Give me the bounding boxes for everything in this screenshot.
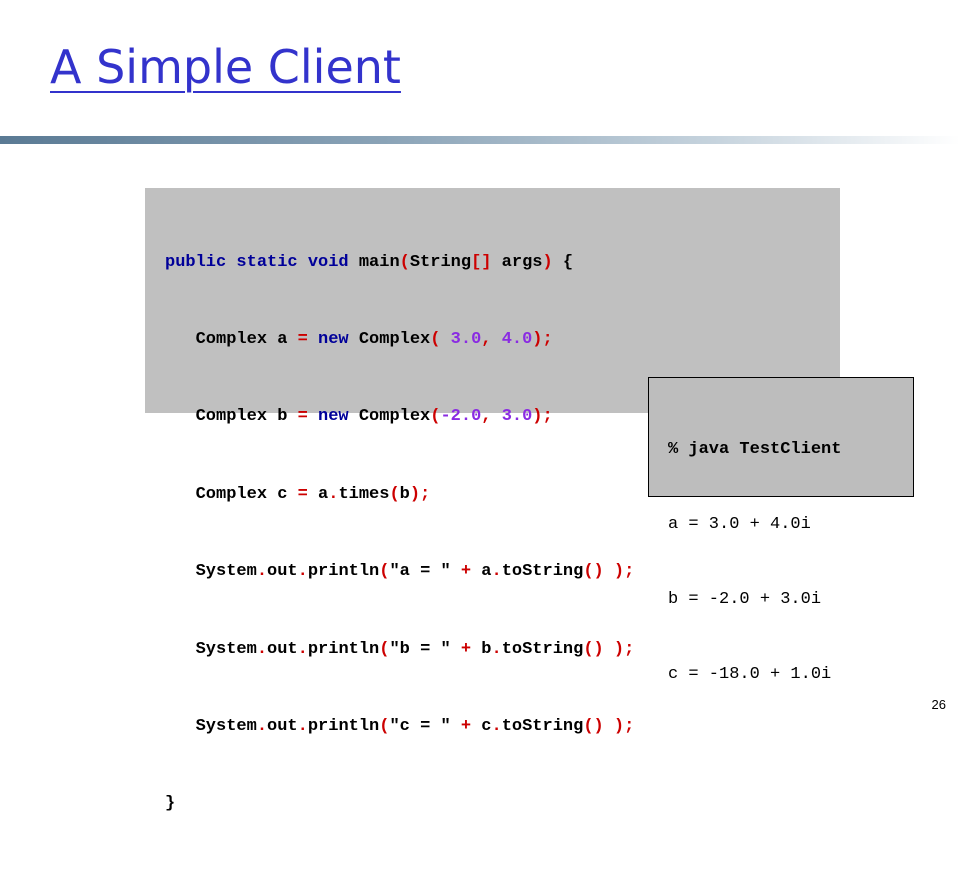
code-token: b — [481, 639, 492, 659]
code-token: -2.0 — [440, 407, 482, 427]
terminal-output: % java TestClient a = 3.0 + 4.0i b = -2.… — [668, 387, 841, 737]
code-token: , — [481, 407, 502, 427]
code-token: 3.0 — [440, 329, 482, 349]
code-token: Complex — [348, 329, 431, 349]
code-token: ( — [379, 562, 390, 582]
code-token: ( — [430, 329, 441, 349]
code-token: System — [165, 562, 257, 582]
code-token: = — [297, 484, 308, 504]
code-line: System.out.println("b = " + b.toString()… — [165, 637, 635, 663]
code-line: System.out.println("c = " + c.toString()… — [165, 714, 635, 740]
terminal-output-line: a = 3.0 + 4.0i — [668, 515, 811, 534]
code-token: () — [583, 562, 604, 582]
code-token: println — [307, 562, 380, 582]
code-token: Complex c — [165, 484, 298, 504]
code-line: Complex b = new Complex(-2.0, 3.0); — [165, 404, 634, 430]
code-token: System — [165, 639, 257, 659]
code-token: . — [491, 562, 502, 582]
terminal-output-box: % java TestClient a = 3.0 + 4.0i b = -2.… — [648, 377, 914, 684]
code-token: . — [297, 639, 308, 659]
code-token: args — [491, 252, 543, 272]
code-token: a — [481, 562, 492, 582]
code-token: ( — [399, 252, 410, 272]
code-token — [308, 407, 318, 426]
code-token: a — [307, 484, 329, 504]
code-token: . — [256, 639, 268, 659]
code-line: Complex c = a.times(b); — [165, 482, 634, 508]
code-token: ); — [532, 407, 553, 427]
code-token: ) — [542, 252, 553, 272]
code-token: println — [307, 639, 380, 659]
code-token: String — [409, 252, 472, 272]
code-token: + — [450, 562, 482, 582]
code-token: public static void — [165, 252, 359, 272]
code-token: [] — [471, 252, 492, 272]
code-token: } — [165, 794, 176, 814]
terminal-command: % java TestClient — [668, 440, 842, 459]
code-line: Complex a = new Complex( 3.0, 4.0); — [165, 327, 634, 353]
code-token: new — [318, 329, 349, 349]
code-token: "a = " — [389, 562, 451, 582]
code-token: { — [552, 252, 574, 272]
terminal-output-line: b = -2.0 + 3.0i — [668, 590, 822, 609]
terminal-output-line: c = -18.0 + 1.0i — [668, 665, 832, 684]
code-token: out — [267, 562, 298, 582]
code-line: public static void main(String[] args) { — [165, 250, 634, 276]
code-token: . — [328, 484, 339, 504]
code-line: } — [165, 791, 634, 817]
code-token: ( — [379, 639, 390, 659]
code-token: Complex a — [165, 329, 298, 349]
code-token: 4.0 — [501, 329, 533, 349]
code-token: , — [481, 329, 502, 349]
page-number: 26 — [931, 697, 946, 712]
code-token: + — [450, 639, 482, 659]
code-token: = — [297, 329, 308, 349]
code-token: toString — [501, 562, 584, 582]
code-token: () — [583, 639, 604, 659]
code-token: 3.0 — [501, 407, 533, 427]
code-token: times — [338, 484, 390, 504]
code-listing: public static void main(String[] args) {… — [165, 198, 634, 869]
code-token: ); — [603, 562, 635, 582]
code-token: . — [491, 639, 502, 659]
code-token: toString — [501, 639, 584, 659]
code-token: = — [297, 407, 308, 427]
code-token: b — [399, 484, 410, 504]
code-token: "b = " — [389, 639, 451, 659]
code-token: main — [358, 252, 400, 272]
code-token: . — [256, 562, 268, 582]
code-token: Complex — [348, 407, 431, 427]
code-token: . — [297, 562, 308, 582]
code-token: ); — [409, 484, 431, 504]
code-token: Complex b — [165, 407, 298, 427]
slide-title: A Simple Client — [50, 40, 401, 94]
code-token: out — [267, 639, 298, 659]
code-line: System.out.println("a = " + a.toString()… — [165, 559, 635, 585]
title-divider — [0, 136, 960, 144]
code-token: ); — [603, 639, 635, 659]
code-token — [308, 330, 318, 349]
code-token: ( — [430, 407, 441, 427]
code-token: ); — [532, 329, 553, 349]
code-token: ( — [389, 484, 400, 504]
code-token: new — [318, 407, 349, 427]
